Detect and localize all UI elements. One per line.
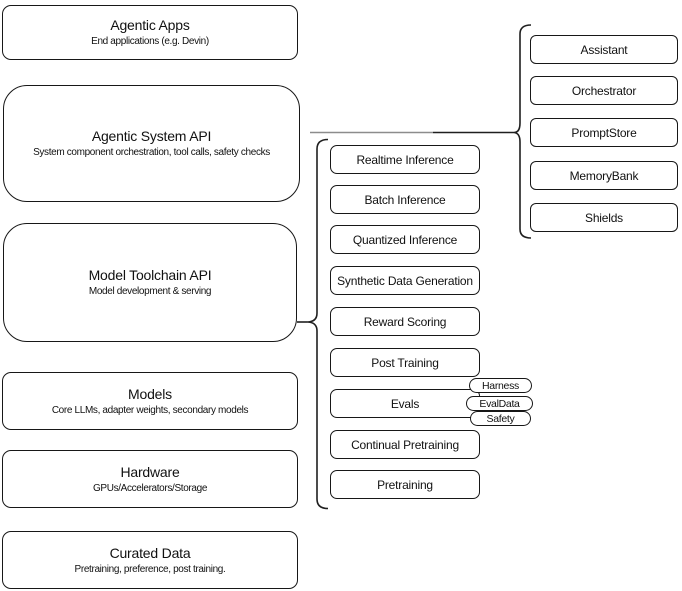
node-shields: Shields bbox=[530, 203, 678, 232]
node-realtime-inference: Realtime Inference bbox=[330, 145, 480, 174]
item-label: Post Training bbox=[371, 355, 439, 370]
component-label: Orchestrator bbox=[571, 83, 637, 98]
tag-label: Harness bbox=[482, 379, 519, 392]
node-title: Agentic Apps bbox=[110, 17, 190, 33]
node-evals: Evals bbox=[330, 389, 480, 418]
item-label: Evals bbox=[390, 396, 420, 411]
brace-toolchain-items bbox=[306, 138, 329, 510]
node-post-training: Post Training bbox=[330, 348, 480, 377]
node-subtitle: System component orchestration, tool cal… bbox=[33, 147, 270, 158]
node-model-toolchain-api: Model Toolchain API Model development & … bbox=[3, 223, 297, 342]
node-models: Models Core LLMs, adapter weights, secon… bbox=[2, 372, 298, 430]
item-label: Batch Inference bbox=[364, 192, 446, 207]
node-reward-scoring: Reward Scoring bbox=[330, 307, 480, 336]
node-title: Models bbox=[128, 385, 172, 402]
node-agentic-system-api: Agentic System API System component orch… bbox=[3, 85, 300, 202]
node-promptstore: PromptStore bbox=[530, 118, 678, 147]
node-pretraining: Pretraining bbox=[330, 470, 480, 499]
node-subtitle: End applications (e.g. Devin) bbox=[91, 36, 209, 47]
node-title: Model Toolchain API bbox=[88, 267, 212, 283]
node-curated-data: Curated Data Pretraining, preference, po… bbox=[2, 531, 298, 589]
node-subtitle: Core LLMs, adapter weights, secondary mo… bbox=[51, 404, 249, 416]
component-label: Shields bbox=[585, 210, 623, 225]
node-title: Curated Data bbox=[109, 544, 191, 561]
node-subtitle: GPUs/Accelerators/Storage bbox=[92, 482, 208, 494]
node-synthetic-data-generation: Synthetic Data Generation bbox=[330, 266, 480, 295]
component-label: Assistant bbox=[580, 42, 628, 57]
node-continual-pretraining: Continual Pretraining bbox=[330, 430, 480, 459]
node-title: Hardware bbox=[120, 463, 180, 480]
node-hardware: Hardware GPUs/Accelerators/Storage bbox=[2, 450, 298, 508]
tag-label: Safety bbox=[486, 412, 515, 425]
tag-safety: Safety bbox=[470, 411, 531, 426]
node-subtitle: Model development & serving bbox=[88, 286, 212, 297]
tag-label: EvalData bbox=[479, 397, 520, 410]
component-label: MemoryBank bbox=[569, 168, 639, 183]
item-label: Synthetic Data Generation bbox=[337, 273, 473, 288]
tag-evaldata: EvalData bbox=[466, 396, 533, 411]
item-label: Realtime Inference bbox=[356, 152, 454, 167]
item-label: Quantized Inference bbox=[352, 232, 458, 247]
brace-system-components bbox=[513, 24, 532, 239]
node-orchestrator: Orchestrator bbox=[530, 76, 678, 105]
component-label: PromptStore bbox=[571, 125, 637, 140]
item-label: Continual Pretraining bbox=[351, 437, 459, 452]
item-label: Pretraining bbox=[377, 477, 433, 492]
node-batch-inference: Batch Inference bbox=[330, 185, 480, 214]
node-quantized-inference: Quantized Inference bbox=[330, 225, 480, 254]
node-agentic-apps: Agentic Apps End applications (e.g. Devi… bbox=[2, 5, 298, 60]
node-assistant: Assistant bbox=[530, 35, 678, 64]
node-title: Agentic System API bbox=[91, 128, 212, 144]
node-memorybank: MemoryBank bbox=[530, 161, 678, 190]
item-label: Reward Scoring bbox=[363, 314, 447, 329]
node-subtitle: Pretraining, preference, post training. bbox=[74, 563, 226, 575]
tag-harness: Harness bbox=[469, 378, 532, 393]
